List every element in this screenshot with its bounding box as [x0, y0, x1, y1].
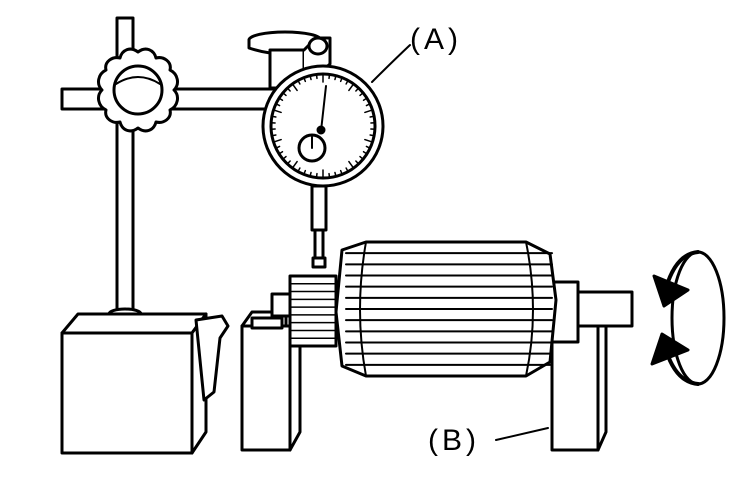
gauge-needle — [320, 85, 327, 132]
gauge-tick — [339, 76, 343, 83]
clamp-knob — [97, 47, 179, 133]
gauge-tick — [359, 92, 364, 97]
gauge-tick — [272, 138, 282, 143]
gauge-tick — [345, 79, 349, 85]
dial-gauge — [247, 30, 411, 269]
gauge-tick — [364, 138, 374, 143]
callout-line-b — [495, 427, 549, 441]
gauge-tick — [369, 134, 375, 137]
gauge-tick — [328, 172, 331, 179]
gauge-tick — [309, 74, 312, 81]
gauge-tick — [328, 73, 331, 80]
gauge-tick — [315, 172, 318, 179]
gauge-tick — [362, 150, 368, 155]
gauge-scale-ticks — [270, 73, 376, 179]
gauge-tick — [297, 167, 301, 173]
gauge-tick — [334, 74, 337, 81]
gauge-tick — [345, 167, 349, 173]
gauge-tick — [365, 145, 371, 149]
gauge-tick — [365, 103, 371, 107]
gauge-tick — [282, 155, 287, 160]
armature-core — [334, 240, 558, 378]
gauge-tick — [309, 171, 312, 178]
gauge-tick — [303, 76, 307, 83]
gauge-tick — [339, 169, 343, 176]
gauge-tick — [286, 87, 291, 92]
magnetic-base — [60, 312, 230, 455]
gauge-tick — [275, 103, 281, 107]
gauge-tick — [364, 109, 374, 114]
gauge-tick — [334, 171, 337, 178]
gauge-tick — [297, 79, 301, 85]
gauge-tick — [303, 169, 307, 176]
gauge-tick — [272, 109, 282, 114]
gauge-tick — [359, 155, 364, 160]
gauge-tick — [348, 83, 355, 92]
gauge-tick — [282, 92, 287, 97]
rotation-arrows-icon — [650, 250, 726, 386]
gauge-tick — [362, 97, 368, 102]
gauge-tick — [291, 160, 298, 169]
gauge-tick — [278, 150, 284, 155]
commutator — [288, 274, 338, 348]
gauge-needle-hub — [316, 125, 326, 135]
gauge-tick — [275, 145, 281, 149]
gauge-stem — [310, 184, 328, 232]
gauge-tick — [278, 97, 284, 102]
callout-label-b: (B) — [428, 424, 480, 457]
gauge-tick — [355, 87, 360, 92]
shaft-right — [568, 290, 634, 328]
callout-line-a — [371, 44, 411, 83]
gauge-tick — [315, 73, 318, 80]
armature — [270, 240, 634, 378]
gauge-tick — [286, 160, 291, 165]
gauge-tick — [291, 83, 298, 92]
gauge-tick — [271, 134, 277, 137]
callout-label-a: (A) — [410, 23, 462, 56]
gauge-contact-tip — [311, 256, 327, 269]
gauge-tick — [369, 115, 375, 118]
gauge-tick — [355, 160, 360, 165]
gauge-tick — [348, 160, 355, 169]
gauge-tick — [271, 115, 277, 118]
